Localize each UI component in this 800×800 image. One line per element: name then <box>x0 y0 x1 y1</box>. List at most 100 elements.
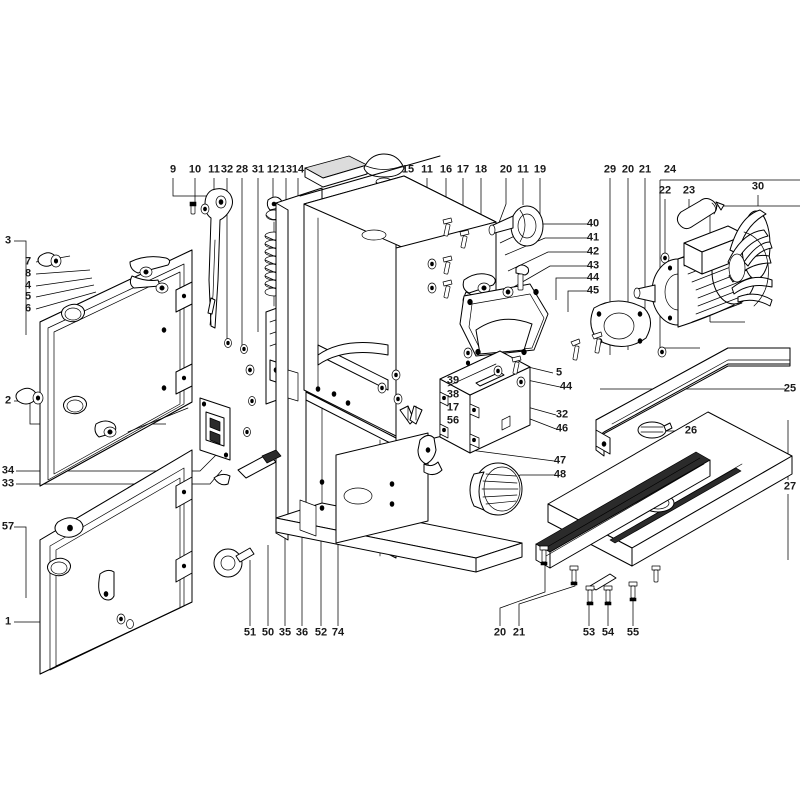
part-number-callout: 21 <box>638 163 652 176</box>
leader-line <box>16 454 217 472</box>
part-number-callout: 36 <box>295 626 309 639</box>
part-number-callout: 2 <box>4 394 12 407</box>
table-lock-knob <box>637 421 673 439</box>
leader-line <box>35 284 95 298</box>
leader-line <box>567 290 588 312</box>
part-number-callout: 14 <box>291 163 305 176</box>
part-number-callout: 39 <box>446 374 460 387</box>
part-number-callout: 18 <box>474 163 488 176</box>
part-number-callout: 12 <box>266 163 280 176</box>
part-number-callout: 20 <box>499 163 513 176</box>
fastener-set <box>377 217 526 405</box>
part-number-callout: 19 <box>533 163 547 176</box>
part-number-callout: 56 <box>446 414 460 427</box>
part-number-callout: 53 <box>582 626 596 639</box>
fastener-set <box>570 331 667 361</box>
blade-guide-bar <box>213 449 282 486</box>
part-number-callout: 47 <box>553 454 567 467</box>
leader-line <box>14 240 27 335</box>
part-number-callout: 28 <box>235 163 249 176</box>
upper-wheel-and-guard <box>488 205 544 247</box>
leader-line <box>526 379 561 388</box>
part-number-callout: 43 <box>586 259 600 272</box>
part-number-callout: 34 <box>1 464 15 477</box>
blade-guard-clamp <box>417 434 443 476</box>
part-number-callout: 17 <box>456 163 470 176</box>
part-number-callout: 4 <box>24 279 32 292</box>
part-number-callout: 10 <box>188 163 202 176</box>
part-number-callout: 8 <box>24 267 32 280</box>
top-cover-plate <box>304 155 368 188</box>
part-number-callout: 6 <box>24 302 32 315</box>
part-number-callout: 40 <box>586 217 600 230</box>
motor-mount-plate <box>590 300 651 347</box>
part-number-callout: 50 <box>261 626 275 639</box>
adjust-knob <box>213 547 255 578</box>
part-number-callout: 30 <box>751 180 765 193</box>
fastener-set <box>15 252 62 405</box>
retaining-clip <box>399 405 423 425</box>
part-number-callout: 32 <box>220 163 234 176</box>
leader-line <box>504 237 588 256</box>
part-number-callout: 20 <box>493 626 507 639</box>
fastener-set <box>539 545 661 606</box>
leader-line <box>14 570 41 623</box>
part-number-callout: 42 <box>586 245 600 258</box>
part-number-callout: 26 <box>684 424 698 437</box>
work-table-assembly <box>535 411 793 591</box>
part-number-callout: 51 <box>243 626 257 639</box>
fastener-set <box>502 264 530 298</box>
part-number-callout: 25 <box>783 382 797 395</box>
part-number-callout: 1 <box>4 615 12 628</box>
part-number-callout: 24 <box>663 163 677 176</box>
dust-chute <box>459 283 549 357</box>
switch-enclosure <box>199 397 231 461</box>
part-number-callout: 5 <box>24 290 32 303</box>
part-number-callout: 46 <box>555 422 569 435</box>
leader-line <box>16 469 223 485</box>
lower-side-door-panel <box>39 449 193 675</box>
part-number-callout: 44 <box>559 380 573 393</box>
leader-line <box>555 277 588 300</box>
part-number-callout: 17 <box>446 401 460 414</box>
part-number-callout: 20 <box>621 163 635 176</box>
part-number-callout: 11 <box>517 163 529 176</box>
part-number-callout: 13 <box>279 163 293 176</box>
part-number-callout: 44 <box>586 271 600 284</box>
part-number-callout: 29 <box>603 163 617 176</box>
part-number-callout: 33 <box>1 477 15 490</box>
leader-line <box>35 269 91 275</box>
part-number-callout: 27 <box>783 480 797 493</box>
fence-rail-beam <box>595 347 791 457</box>
part-number-callout: 74 <box>331 626 345 639</box>
leader-line <box>511 265 588 289</box>
fastener-set <box>224 338 256 437</box>
part-number-callout: 3 <box>4 234 12 247</box>
part-number-callout: 23 <box>682 184 696 197</box>
part-number-callout: 38 <box>446 388 460 401</box>
part-number-callout: 32 <box>555 408 569 421</box>
fastener-set <box>189 201 210 215</box>
part-number-callout: 16 <box>439 163 453 176</box>
main-body-frame <box>275 155 523 573</box>
part-number-callout: 21 <box>512 626 526 639</box>
part-number-callout: 54 <box>601 626 615 639</box>
part-number-callout: 31 <box>251 163 265 176</box>
motor-capacitor <box>676 198 725 230</box>
leader-line <box>172 178 216 197</box>
part-number-callout: 7 <box>24 255 32 268</box>
part-number-callout: 5 <box>555 366 563 379</box>
upper-side-door-panel <box>39 249 193 487</box>
part-number-callout: 41 <box>586 231 600 244</box>
part-number-callout: 15 <box>401 163 415 176</box>
part-number-callout: 11 <box>421 163 433 176</box>
part-number-callout: 52 <box>314 626 328 639</box>
motor-cooling-fan <box>727 209 773 307</box>
electric-motor-assembly <box>633 209 773 328</box>
part-number-callout: 48 <box>553 468 567 481</box>
leader-line <box>499 565 546 626</box>
part-number-callout: 57 <box>1 520 15 533</box>
part-number-callout: 55 <box>626 626 640 639</box>
